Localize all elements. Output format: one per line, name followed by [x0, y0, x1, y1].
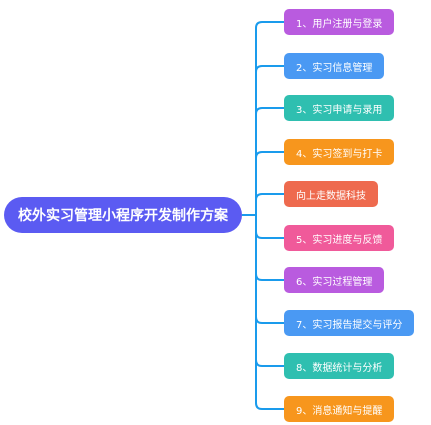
branch-process-management[interactable]: 6、实习过程管理 — [284, 267, 385, 293]
branch-connector — [255, 215, 284, 239]
branch-connector — [255, 21, 284, 215]
branch-internship-application-hiring[interactable]: 3、实习申请与录用 — [284, 95, 395, 121]
branch-connector — [255, 215, 284, 281]
branch-company-watermark[interactable]: 向上走数据科技 — [284, 181, 378, 207]
branch-connector — [255, 151, 284, 215]
root-topic[interactable]: 校外实习管理小程序开发制作方案 — [4, 197, 242, 233]
branch-internship-info-management[interactable]: 2、实习信息管理 — [284, 53, 385, 79]
branch-connector — [255, 215, 284, 324]
branch-connector — [255, 107, 284, 215]
branch-data-statistics-analysis[interactable]: 8、数据统计与分析 — [284, 353, 395, 379]
branch-message-notification[interactable]: 9、消息通知与提醒 — [284, 396, 395, 422]
branch-user-registration-login[interactable]: 1、用户注册与登录 — [284, 9, 395, 35]
branch-connector — [255, 193, 284, 215]
branch-report-submission-grading[interactable]: 7、实习报告提交与评分 — [284, 310, 415, 336]
branch-connector — [255, 65, 284, 215]
branch-progress-feedback[interactable]: 5、实习进度与反馈 — [284, 225, 395, 251]
branch-connector — [255, 215, 284, 410]
branch-internship-checkin[interactable]: 4、实习签到与打卡 — [284, 139, 395, 165]
